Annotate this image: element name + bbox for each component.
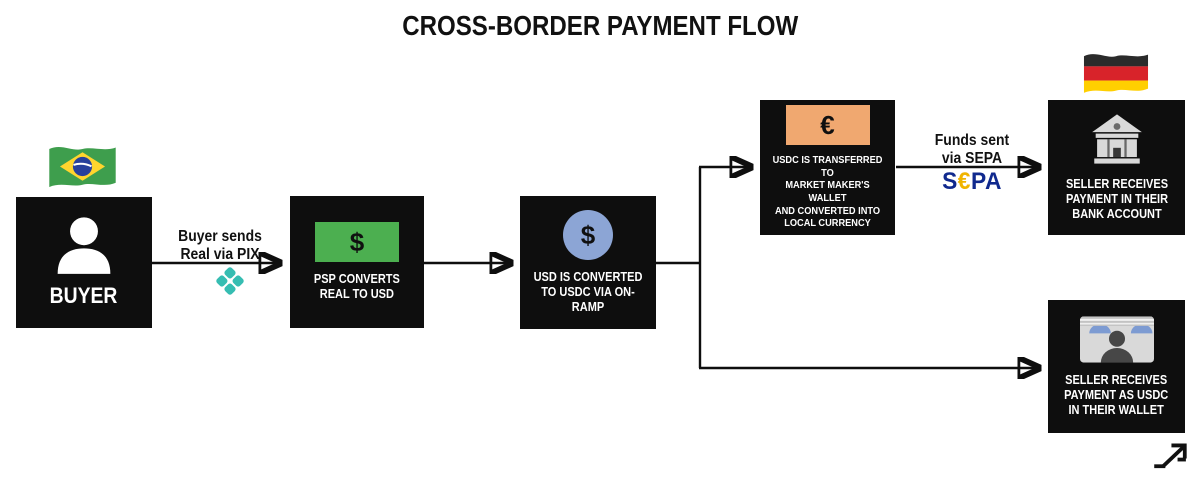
usdc-coin-icon: $ (563, 210, 613, 260)
dollar-glyph: $ (580, 219, 596, 250)
onramp-label: USD IS CONVERTED TO USDC VIA ON-RAMP (533, 270, 643, 314)
buyer-label: BUYER (50, 283, 118, 309)
brazil-flag-icon (49, 146, 116, 188)
page-title: CROSS-BORDER PAYMENT FLOW (401, 10, 799, 41)
euro-bill-icon: € (785, 105, 870, 146)
seller-bank-label: SELLER RECEIVES PAYMENT IN THEIR BANK AC… (1065, 177, 1168, 221)
node-seller-bank: SELLER RECEIVES PAYMENT IN THEIR BANK AC… (1048, 100, 1185, 235)
person-icon (57, 217, 111, 275)
brand-arrow-logo (1154, 443, 1187, 469)
wallet-card-icon (1079, 315, 1154, 363)
title-bar: CROSS-BORDER PAYMENT FLOW (0, 10, 1200, 42)
node-psp: $ PSP CONVERTS REAL TO USD (290, 196, 424, 328)
euro-glyph: € (820, 109, 835, 140)
sepa-logo: S€PA (902, 168, 1043, 196)
node-buyer: BUYER (16, 197, 152, 328)
node-seller-wallet: SELLER RECEIVES PAYMENT AS USDC IN THEIR… (1048, 300, 1185, 433)
sepa-logo-s: S (942, 168, 958, 195)
seller-wallet-label: SELLER RECEIVES PAYMENT AS USDC IN THEIR… (1064, 372, 1169, 417)
market-maker-label: USDC IS TRANSFERRED TO MARKET MAKER'S WA… (772, 154, 883, 230)
germany-flag-icon (1083, 54, 1149, 93)
node-onramp: $ USD IS CONVERTED TO USDC VIA ON-RAMP (520, 196, 656, 329)
sepa-logo-euro: € (957, 168, 971, 195)
edge-label-market-maker-to-seller: Funds sent via SEPA (934, 132, 1010, 167)
dollar-glyph: $ (349, 226, 365, 257)
edge-label-buyer-to-psp: Buyer sends Real via PIX (178, 228, 262, 263)
node-market-maker: € USDC IS TRANSFERRED TO MARKET MAKER'S … (760, 100, 895, 235)
pix-logo-icon (216, 267, 244, 295)
bank-icon (1091, 114, 1142, 164)
dollar-bill-icon: $ (315, 222, 399, 262)
sepa-logo-pa: PA (970, 168, 1002, 195)
psp-label: PSP CONVERTS REAL TO USD (314, 272, 400, 301)
